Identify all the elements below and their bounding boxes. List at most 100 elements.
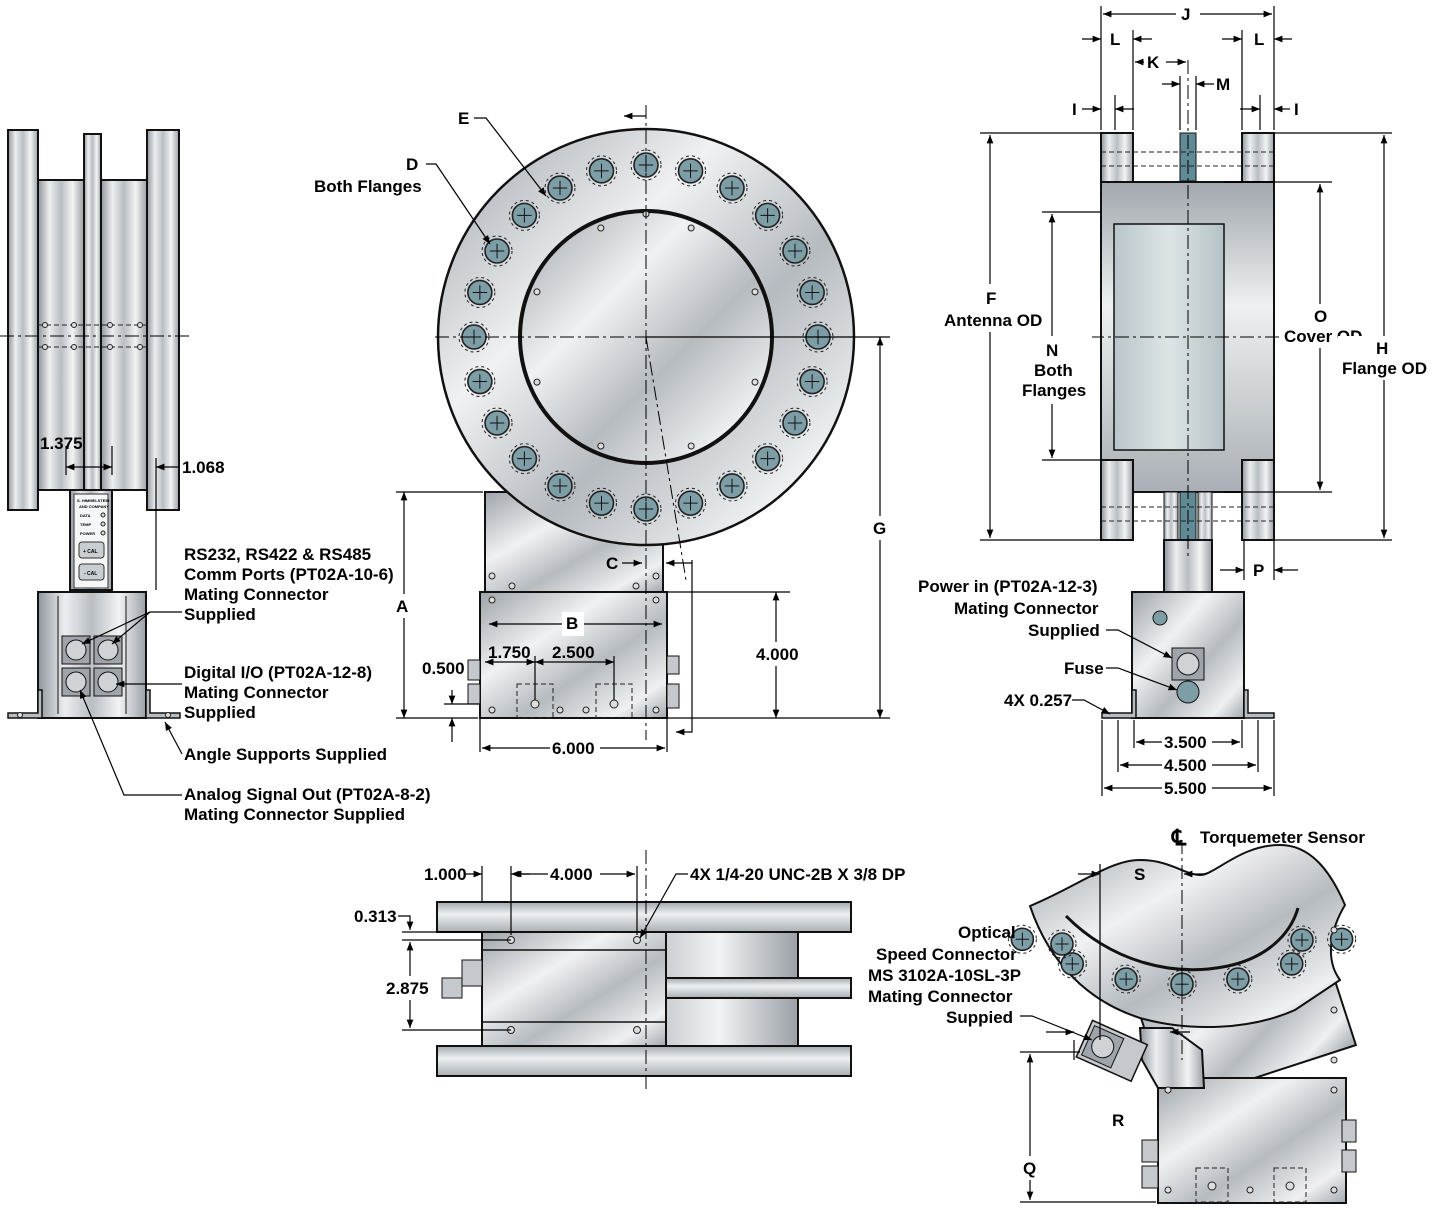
dim-j: J xyxy=(1181,5,1190,24)
dim-4000: 4.000 xyxy=(756,645,799,664)
right-flange-bottom-right xyxy=(1241,459,1275,541)
label-d: D xyxy=(406,155,418,174)
front-view: E D Both Flanges A B C 1.750 2.500 0.500 xyxy=(314,105,892,760)
dim-m: M xyxy=(1216,75,1230,94)
side-flange-right xyxy=(146,129,180,511)
flange-bolt xyxy=(675,155,707,187)
optical-line3: MS 3102A-10SL-3P xyxy=(868,966,1021,985)
side-connector-box xyxy=(37,591,147,719)
panel-company-2: AND COMPANY xyxy=(79,504,109,509)
flange-bolt xyxy=(481,235,513,267)
flange-bolt xyxy=(779,235,811,267)
plus-cal-label: + CAL xyxy=(83,549,98,555)
dim-g: G xyxy=(873,519,886,538)
detail-view: ℄ Torquemeter Sensor S Optical Speed Con… xyxy=(868,825,1365,1204)
dim-l-right: L xyxy=(1254,30,1264,49)
cover-screw xyxy=(533,288,541,296)
bottom-shaft xyxy=(665,977,852,999)
comm-ports-line2: Comm Ports (PT02A-10-6) xyxy=(184,565,394,584)
flange-bolt xyxy=(544,470,576,502)
side-angle-support-left xyxy=(7,689,43,719)
bottom-flange-bottom xyxy=(436,1045,852,1077)
bottom-dim-4000: 4.000 xyxy=(550,865,593,884)
right-view: J L L K M I I F Antenna OD xyxy=(918,2,1436,800)
cover-screw xyxy=(751,378,759,386)
right-flange-bottom-left xyxy=(1100,459,1134,541)
minus-cal-label: - CAL xyxy=(84,571,97,577)
flange-bolt xyxy=(464,366,496,398)
front-cover-screws xyxy=(533,210,759,450)
dim-a: A xyxy=(396,597,408,616)
optical-line4: Mating Connector xyxy=(868,987,1013,1006)
comm-ports-line1: RS232, RS422 & RS485 xyxy=(184,545,371,564)
cover-screw xyxy=(687,224,695,232)
dim-0313: 0.313 xyxy=(354,907,397,926)
dim-5500: 5.500 xyxy=(1164,779,1207,798)
optical-line5: Suppied xyxy=(946,1008,1013,1027)
label-n-both: Both xyxy=(1034,361,1073,380)
label-h: H xyxy=(1376,339,1388,358)
detail-bolt xyxy=(1223,964,1253,994)
front-bolt-circle xyxy=(458,149,834,525)
digital-io-line1: Digital I/O (PT02A-12-8) xyxy=(184,663,372,682)
analog-out-line2: Mating Connector Supplied xyxy=(184,805,405,824)
dim-p: P xyxy=(1253,561,1264,580)
panel-company-1: S. HIMMELSTEIN xyxy=(77,498,110,503)
flange-bolt xyxy=(508,199,540,231)
flange-bolt xyxy=(464,276,496,308)
minus-cal-button xyxy=(78,563,105,581)
flange-bolt xyxy=(544,172,576,204)
dim-1750: 1.750 xyxy=(488,643,531,662)
dim-3500: 3.500 xyxy=(1164,733,1207,752)
dim-q: Q xyxy=(1023,1159,1036,1178)
detail-bolt xyxy=(1047,929,1077,959)
flange-bolt xyxy=(508,443,540,475)
dim-k: K xyxy=(1147,53,1160,72)
detail-bolt xyxy=(1057,949,1087,979)
dim-1000: 1.000 xyxy=(424,865,467,884)
analog-out-line1: Analog Signal Out (PT02A-8-2) xyxy=(184,785,431,804)
dim-c: C xyxy=(606,554,618,573)
bottom-flange-top xyxy=(436,901,852,933)
panel-data: DATA xyxy=(80,513,91,518)
label-e: E xyxy=(458,109,469,128)
optical-connector xyxy=(1075,1019,1149,1083)
side-rotor-left xyxy=(37,179,85,491)
dim-2875: 2.875 xyxy=(386,979,429,998)
cover-screw xyxy=(533,378,541,386)
cover-screw xyxy=(751,288,759,296)
plus-cal-button xyxy=(78,541,105,559)
detail-neck xyxy=(1138,1027,1206,1089)
side-view: 1.375 1.068 S. HIMMELSTEIN AND COMPANY D… xyxy=(0,129,431,824)
cover-screw xyxy=(597,224,605,232)
flange-bolt xyxy=(675,487,707,519)
digital-io-line2: Mating Connector xyxy=(184,683,329,702)
side-rotor-right xyxy=(100,179,148,491)
dim-i-left: I xyxy=(1072,100,1077,119)
dim-1375: 1.375 xyxy=(40,434,83,453)
power-in-line1: Power in (PT02A-12-3) xyxy=(918,577,1098,596)
flange-bolt xyxy=(481,407,513,439)
detail-bolt xyxy=(1111,964,1141,994)
detail-bolt xyxy=(1287,925,1317,955)
cover-screw xyxy=(687,442,695,450)
label-o: O xyxy=(1314,307,1327,326)
side-shaft xyxy=(83,133,102,511)
dim-l-left: L xyxy=(1110,30,1120,49)
dim-b: B xyxy=(566,614,578,633)
label-h-sub: Flange OD xyxy=(1342,359,1427,378)
flange-bolt xyxy=(716,172,748,204)
dim-i-right: I xyxy=(1294,100,1299,119)
dim-r: R xyxy=(1112,1111,1124,1130)
detail-bolt xyxy=(1327,924,1357,954)
flange-bolt xyxy=(716,470,748,502)
dim-1068: 1.068 xyxy=(182,458,225,477)
power-in-line2: Mating Connector xyxy=(954,599,1099,618)
bottom-view: 1.000 4.000 4X 1/4-20 UNC-2B X 3/8 DP 0.… xyxy=(354,850,905,1090)
dim-6000: 6.000 xyxy=(552,739,595,758)
cover-screw xyxy=(597,442,605,450)
side-angle-support-right xyxy=(145,689,181,719)
flange-bolt xyxy=(779,407,811,439)
angle-supports-label: Angle Supports Supplied xyxy=(184,745,387,764)
